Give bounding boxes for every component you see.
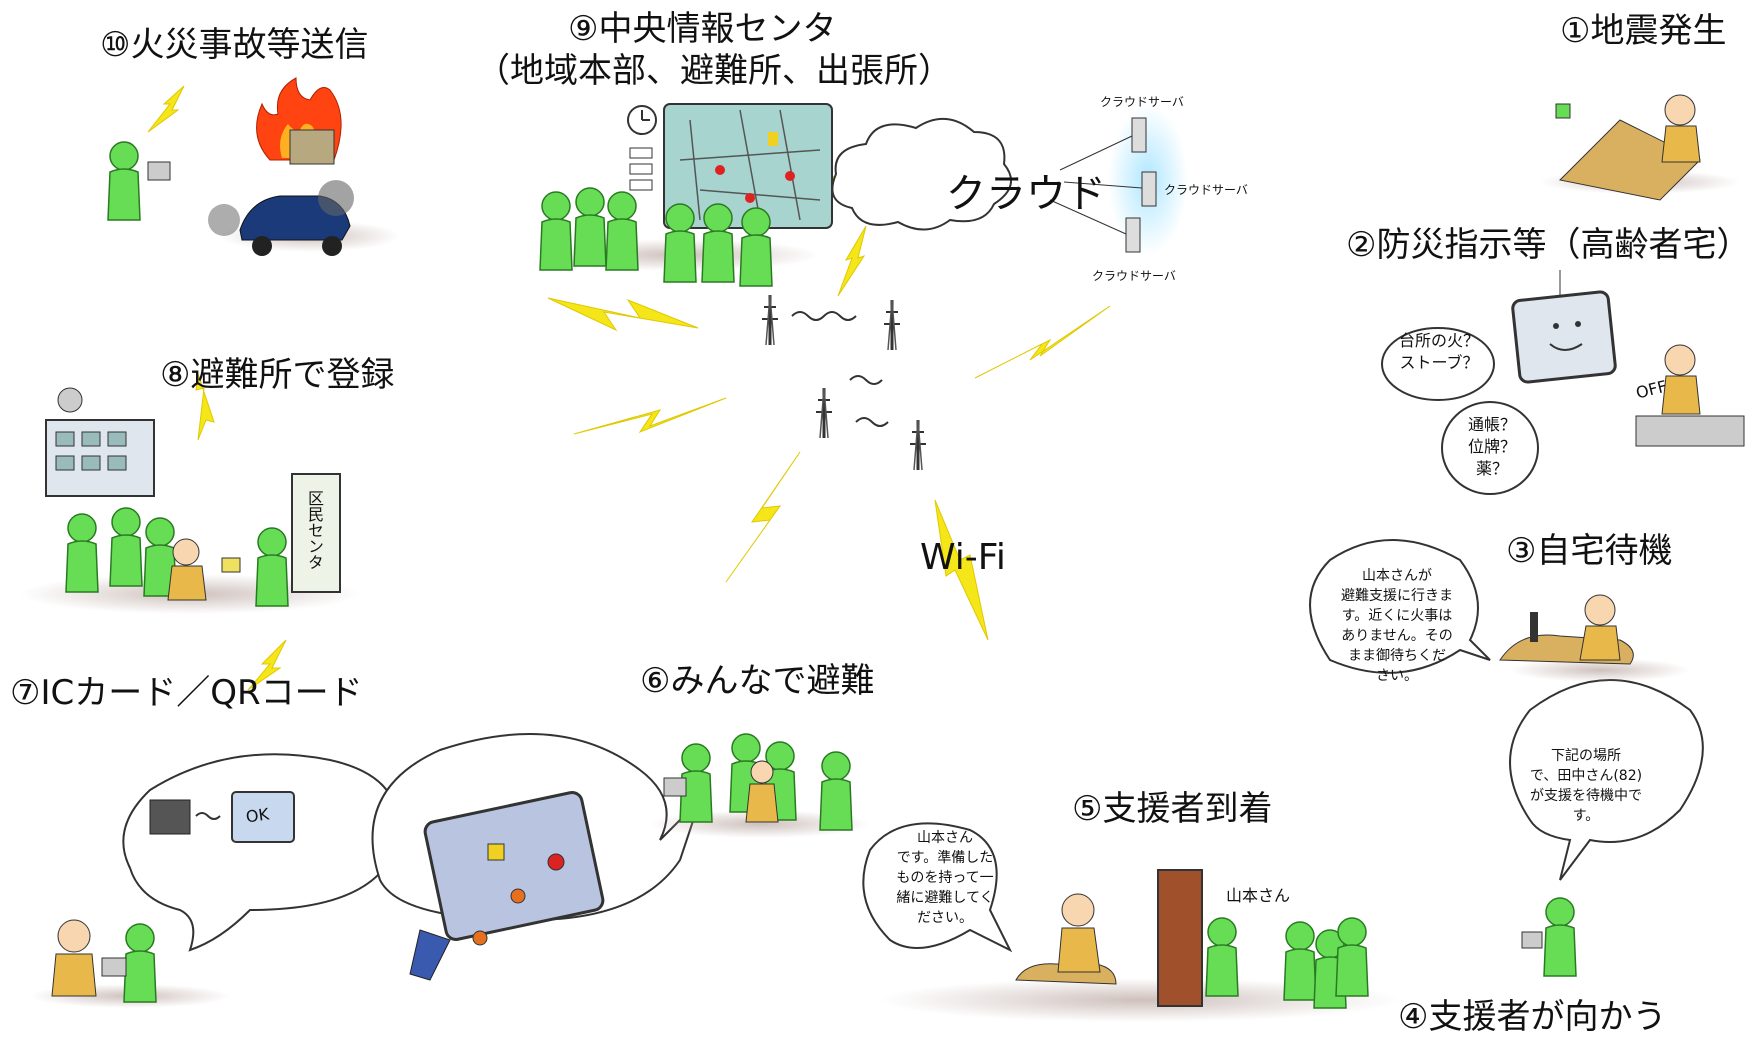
- supporter-heading-illustration: [1509, 679, 1704, 977]
- earthquake-illustration: [1540, 94, 1740, 201]
- shelter-sign: 区民センタ: [305, 490, 324, 570]
- fire-accident-illustration: [107, 77, 400, 256]
- bubble-line: ものを持って一: [896, 870, 994, 886]
- bubble-line: 避難支援に行きま: [1341, 588, 1453, 604]
- bubble-line: ストーブ？: [1399, 353, 1479, 372]
- step-10-title: ⑩火災事故等送信: [100, 25, 369, 65]
- bubble-line: 位牌？: [1467, 437, 1516, 456]
- bolt-icon: [247, 639, 287, 691]
- bubble-line: 薬？: [1475, 459, 1508, 478]
- step-8-title: ⑧避難所で登録: [160, 355, 395, 395]
- bubble-line: で、田中さん(82): [1529, 768, 1643, 784]
- step-2-title: ②防災指示等（高齢者宅）: [1346, 225, 1751, 265]
- tanaka-bubble: 下記の場所 で、田中さん(82) が支援を待機中で す。: [1508, 746, 1664, 826]
- bolt-icon: [974, 305, 1111, 379]
- wait-bubble: 山本さんが 避難支援に行きま す。近くに火事は ありません。その まま御待ちくだ…: [1326, 566, 1468, 686]
- yamamoto-bubble: 山本さん です。準備した ものを持って一 緒に避難してく ださい。: [880, 828, 1010, 928]
- items-bubble: 通帳？ 位牌？ 薬？: [1466, 414, 1518, 480]
- step-6-title: ⑥みんなで避難: [640, 661, 875, 701]
- cloud-server-label: クラウドサーバ: [1164, 183, 1248, 197]
- radio-towers: [760, 293, 928, 472]
- bubble-line: ださい。: [917, 910, 973, 926]
- home-waiting-illustration: [1309, 539, 1690, 682]
- bubble-line: 台所の火？: [1398, 331, 1479, 350]
- instructions-illustration: [1381, 270, 1745, 495]
- bubble-line: さい。: [1376, 668, 1418, 684]
- cloud-server-label: クラウドサーバ: [1100, 95, 1184, 109]
- bolt-icon: [147, 85, 185, 133]
- bubble-line: 下記の場所: [1551, 748, 1621, 764]
- bubble-line: 通帳？: [1467, 415, 1516, 434]
- wifi-label: Wi-Fi: [920, 537, 1006, 578]
- cloud-illustration: [831, 105, 1188, 255]
- bubble-line: す。近くに火事は: [1341, 608, 1453, 624]
- step-9-subtitle: （地域本部、避難所、出張所）: [476, 51, 952, 91]
- step-4-title: ④支援者が向かう: [1398, 997, 1667, 1037]
- name-tag: 山本さん: [1226, 886, 1291, 905]
- bolt-icon: [934, 499, 989, 641]
- shelter-illustration: [20, 387, 360, 614]
- step-5-title: ⑤支援者到着: [1072, 789, 1273, 829]
- bubble-line: す。: [1572, 808, 1600, 824]
- bubble-line: が支援を待機中で: [1530, 788, 1642, 804]
- bubble-line: です。準備した: [896, 850, 994, 866]
- cloud-label: クラウド: [946, 171, 1106, 217]
- bolt-icon: [573, 397, 727, 435]
- cloud-server-label: クラウドサーバ: [1092, 269, 1176, 283]
- info-center-illustration: [539, 103, 833, 287]
- step-9-title: ⑨中央情報センタ: [568, 9, 837, 49]
- ok-screen-text: OK: [244, 804, 271, 827]
- step-7-title: ⑦ICカード／QRコード: [10, 673, 363, 713]
- bubble-line: ありません。その: [1341, 628, 1453, 644]
- evacuate-together-illustration: [371, 733, 870, 981]
- lightning-bolts: [147, 85, 1111, 691]
- supporter-arrives-illustration: [862, 822, 1400, 1022]
- bolt-icon: [725, 451, 801, 583]
- step-3-title: ③自宅待機: [1506, 531, 1673, 571]
- bolt-icon: [195, 373, 215, 441]
- ic-card-illustration: [30, 753, 399, 1008]
- bolt-icon: [837, 225, 867, 297]
- bubble-line: まま御待ちくだ: [1348, 648, 1446, 664]
- kitchen-bubble: 台所の火？ ストーブ？: [1396, 330, 1482, 374]
- step-1-title: ①地震発生: [1560, 11, 1727, 51]
- bubble-line: 山本さん: [917, 830, 973, 846]
- bubble-line: 緒に避難してく: [896, 890, 994, 906]
- bubble-line: 山本さんが: [1362, 568, 1432, 584]
- bolt-icon: [547, 297, 699, 332]
